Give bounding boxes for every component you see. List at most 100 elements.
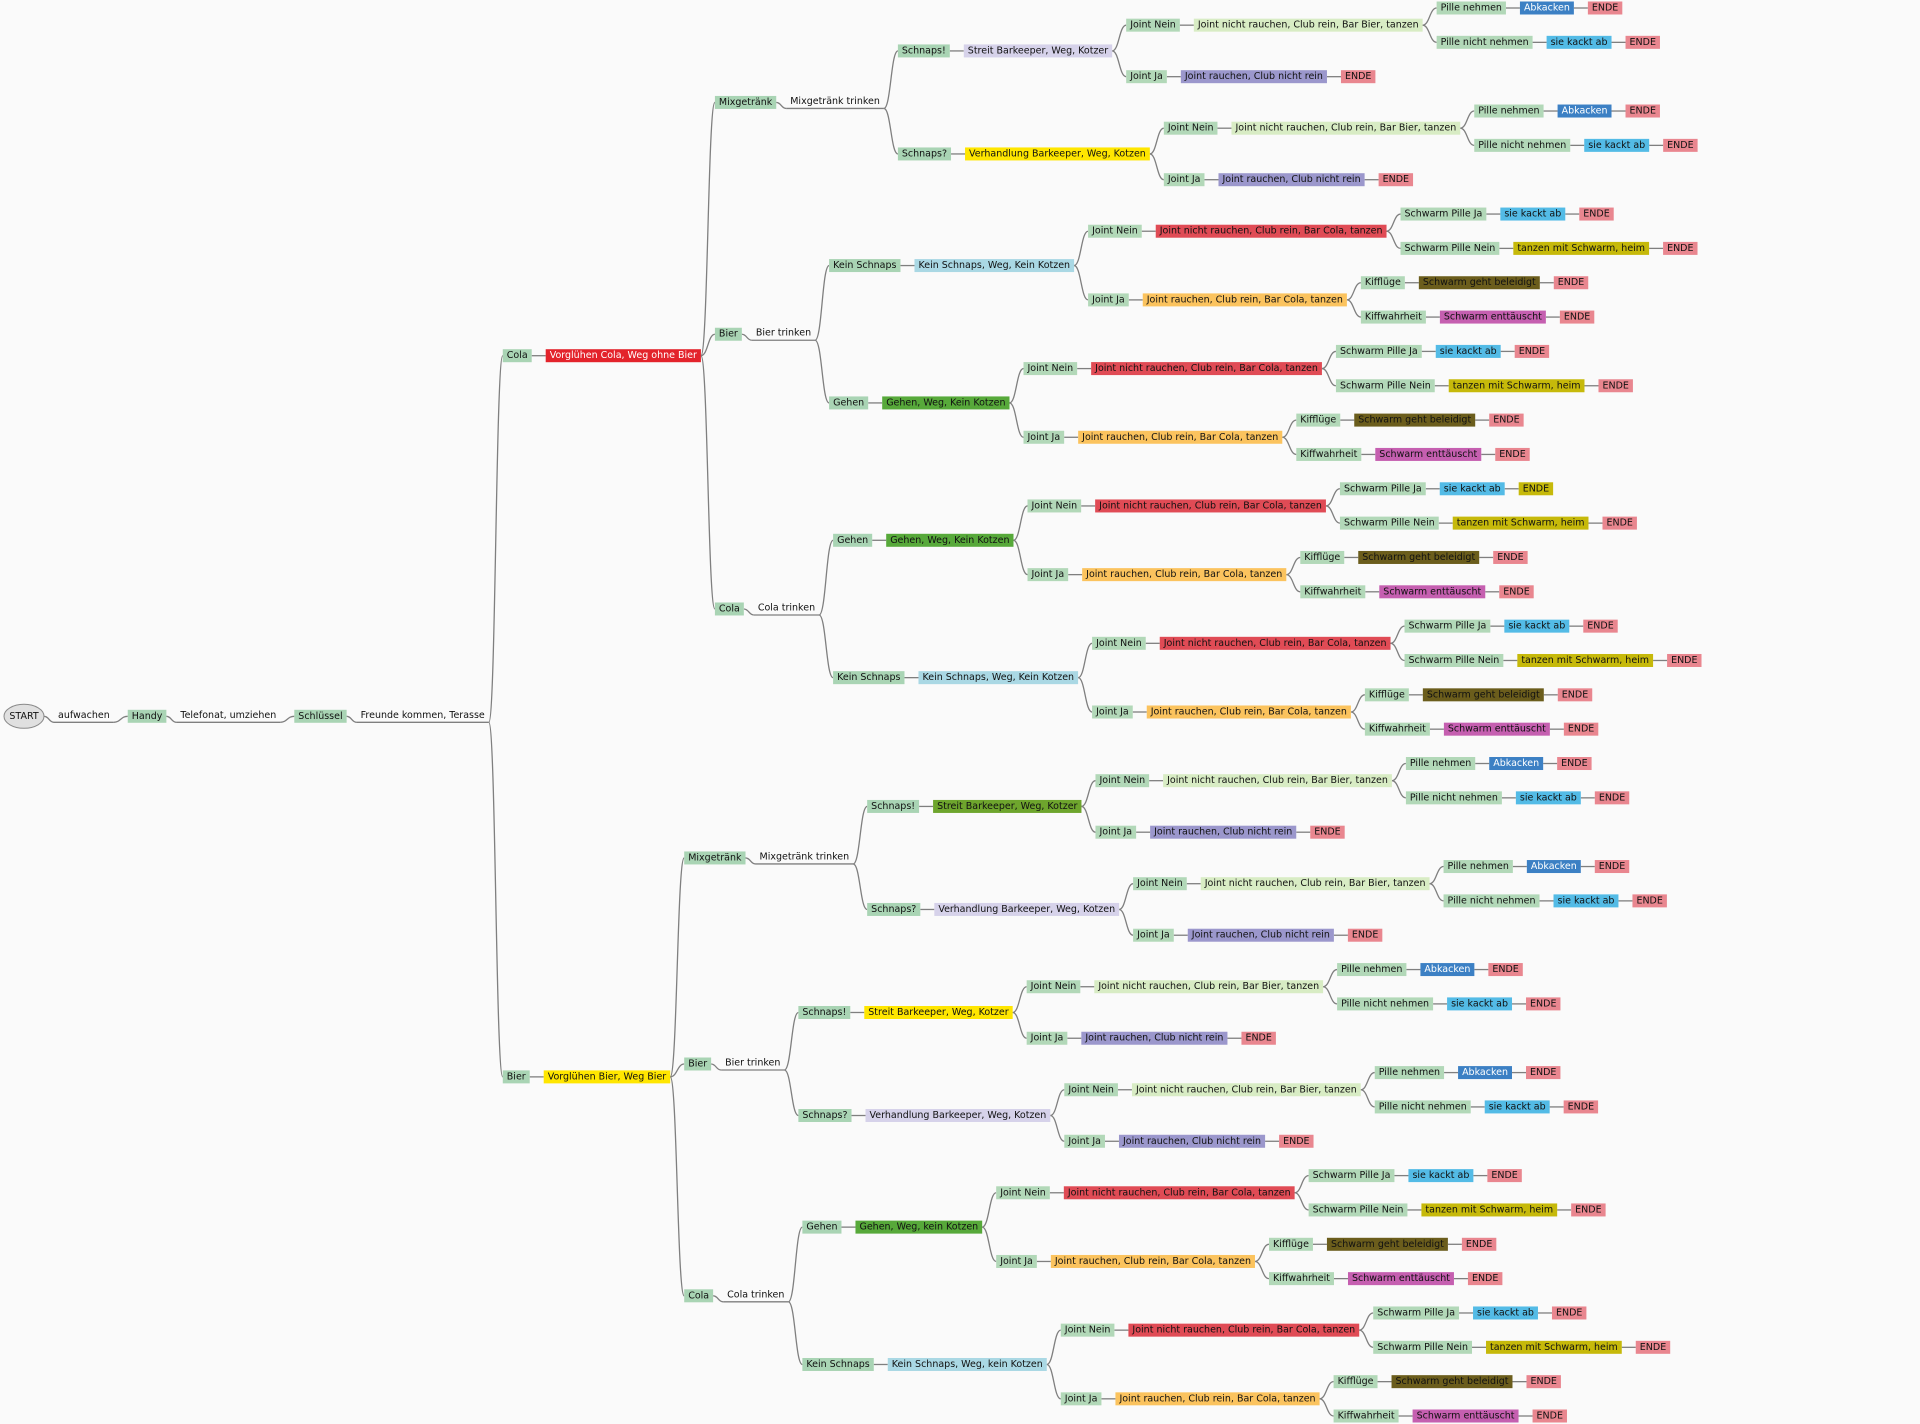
node-tanzen-mit-schwarm-heim[interactable]: tanzen mit Schwarm, heim bbox=[1486, 1340, 1622, 1354]
node-pille-nehmen[interactable]: Pille nehmen bbox=[1474, 104, 1544, 118]
node-sie-kackt-ab[interactable]: sie kackt ab bbox=[1500, 207, 1566, 221]
node-streit-barkeeper-weg-kotzer[interactable]: Streit Barkeeper, Weg, Kotzer bbox=[963, 44, 1113, 58]
node-bier[interactable]: Bier bbox=[684, 1057, 712, 1071]
node-ende[interactable]: ENDE bbox=[1571, 1203, 1606, 1217]
node-ende[interactable]: ENDE bbox=[1532, 1409, 1567, 1423]
node-ende[interactable]: ENDE bbox=[1663, 138, 1698, 152]
node-sie-kackt-ab[interactable]: sie kackt ab bbox=[1484, 1100, 1550, 1114]
node-joint-nicht-rauchen-club-rein-bar-cola-tanzen[interactable]: Joint nicht rauchen, Club rein, Bar Cola… bbox=[1095, 499, 1326, 513]
node-tanzen-mit-schwarm-heim[interactable]: tanzen mit Schwarm, heim bbox=[1517, 653, 1654, 667]
node-joint-nicht-rauchen-club-rein-bar-bier-tanzen[interactable]: Joint nicht rauchen, Club rein, Bar Bier… bbox=[1231, 121, 1461, 135]
node-ende[interactable]: ENDE bbox=[1587, 1, 1623, 15]
node-joint-ja[interactable]: Joint Ja bbox=[1027, 568, 1069, 582]
node-joint-ja[interactable]: Joint Ja bbox=[1060, 1392, 1102, 1406]
node-ende[interactable]: ENDE bbox=[1518, 482, 1554, 496]
node-sie-kackt-ab[interactable]: sie kackt ab bbox=[1546, 35, 1612, 49]
node-schwarm-pille-nein[interactable]: Schwarm Pille Nein bbox=[1400, 241, 1500, 255]
node-joint-ja[interactable]: Joint Ja bbox=[1092, 705, 1133, 719]
node-joint-ja[interactable]: Joint Ja bbox=[1026, 1031, 1068, 1045]
node-kiffwahrheit[interactable]: Kiffwahrheit bbox=[1364, 722, 1430, 736]
node-ende[interactable]: ENDE bbox=[1347, 928, 1383, 942]
node-cola[interactable]: Cola bbox=[502, 349, 532, 363]
node-joint-nein[interactable]: Joint Nein bbox=[996, 1186, 1050, 1200]
node-vorglühen-cola-weg-ohne-bier[interactable]: Vorglühen Cola, Weg ohne Bier bbox=[545, 349, 701, 363]
node-joint-rauchen-club-rein-bar-cola-tanzen[interactable]: Joint rauchen, Club rein, Bar Cola, tanz… bbox=[1142, 293, 1347, 307]
node-pille-nicht-nehmen[interactable]: Pille nicht nehmen bbox=[1474, 138, 1571, 152]
node-ende[interactable]: ENDE bbox=[1279, 1134, 1314, 1148]
node-schnaps[interactable]: Schnaps? bbox=[897, 147, 952, 161]
node-pille-nicht-nehmen[interactable]: Pille nicht nehmen bbox=[1436, 35, 1533, 49]
node-tanzen-mit-schwarm-heim[interactable]: tanzen mit Schwarm, heim bbox=[1513, 241, 1650, 255]
node-joint-rauchen-club-rein-bar-cola-tanzen[interactable]: Joint rauchen, Club rein, Bar Cola, tanz… bbox=[1146, 705, 1351, 719]
node-mixgetränk-trinken[interactable]: Mixgetränk trinken bbox=[755, 851, 854, 865]
node-gehen[interactable]: Gehen bbox=[833, 533, 873, 547]
node-joint-nein[interactable]: Joint Nein bbox=[1126, 18, 1180, 32]
node-joint-rauchen-club-nicht-rein[interactable]: Joint rauchen, Club nicht rein bbox=[1180, 70, 1327, 84]
node-schwarm-pille-ja[interactable]: Schwarm Pille Ja bbox=[1404, 619, 1491, 633]
node-abkacken[interactable]: Abkacken bbox=[1489, 757, 1544, 771]
node-verhandlung-barkeeper-weg-kotzen[interactable]: Verhandlung Barkeeper, Weg, Kotzen bbox=[865, 1109, 1051, 1123]
node-ende[interactable]: ENDE bbox=[1489, 413, 1524, 427]
node-gehen[interactable]: Gehen bbox=[829, 396, 869, 410]
node-sie-kackt-ab[interactable]: sie kackt ab bbox=[1553, 894, 1619, 908]
node-joint-nicht-rauchen-club-rein-bar-cola-tanzen[interactable]: Joint nicht rauchen, Club rein, Bar Cola… bbox=[1063, 1186, 1295, 1200]
node-kein-schnaps-weg-kein-kotzen[interactable]: Kein Schnaps, Weg, Kein Kotzen bbox=[918, 671, 1079, 685]
node-abkacken[interactable]: Abkacken bbox=[1557, 104, 1612, 118]
node-schwarm-geht-beleidigt[interactable]: Schwarm geht beleidigt bbox=[1422, 688, 1544, 702]
node-cola-trinken[interactable]: Cola trinken bbox=[753, 602, 820, 616]
node-joint-nein[interactable]: Joint Nein bbox=[1023, 362, 1078, 376]
node-schwarm-pille-nein[interactable]: Schwarm Pille Nein bbox=[1339, 516, 1439, 530]
node-joint-ja[interactable]: Joint Ja bbox=[1095, 825, 1137, 839]
node-ende[interactable]: ENDE bbox=[1551, 1306, 1587, 1320]
node-ende[interactable]: ENDE bbox=[1602, 516, 1637, 530]
node-kiffwahrheit[interactable]: Kiffwahrheit bbox=[1300, 585, 1366, 599]
node-ende[interactable]: ENDE bbox=[1487, 1169, 1522, 1183]
node-ende[interactable]: ENDE bbox=[1493, 550, 1528, 564]
node-streit-barkeeper-weg-kotzer[interactable]: Streit Barkeeper, Weg, Kotzer bbox=[864, 1005, 1013, 1019]
node-tanzen-mit-schwarm-heim[interactable]: tanzen mit Schwarm, heim bbox=[1421, 1203, 1558, 1217]
node-ende[interactable]: ENDE bbox=[1467, 1272, 1503, 1286]
node-schwarm-pille-ja[interactable]: Schwarm Pille Ja bbox=[1373, 1306, 1460, 1320]
node-schwarm-enttäuscht[interactable]: Schwarm enttäuscht bbox=[1412, 1409, 1519, 1423]
node-kifflüge[interactable]: Kifflüge bbox=[1268, 1237, 1313, 1251]
node-streit-barkeeper-weg-kotzer[interactable]: Streit Barkeeper, Weg, Kotzer bbox=[933, 799, 1082, 813]
node-kiffwahrheit[interactable]: Kiffwahrheit bbox=[1360, 310, 1426, 324]
node-freunde-kommen-terasse[interactable]: Freunde kommen, Terasse bbox=[356, 710, 489, 723]
node-pille-nehmen[interactable]: Pille nehmen bbox=[1443, 860, 1513, 874]
node-sie-kackt-ab[interactable]: sie kackt ab bbox=[1584, 138, 1650, 152]
node-verhandlung-barkeeper-weg-kotzen[interactable]: Verhandlung Barkeeper, Weg, Kotzen bbox=[934, 902, 1120, 916]
node-telefonat-umziehen[interactable]: Telefonat, umziehen bbox=[176, 710, 281, 723]
node-schwarm-geht-beleidigt[interactable]: Schwarm geht beleidigt bbox=[1418, 276, 1540, 290]
node-ende[interactable]: ENDE bbox=[1667, 653, 1702, 667]
node-schwarm-pille-nein[interactable]: Schwarm Pille Nein bbox=[1404, 653, 1504, 667]
node-schwarm-enttäuscht[interactable]: Schwarm enttäuscht bbox=[1375, 447, 1482, 461]
node-kifflüge[interactable]: Kifflüge bbox=[1364, 688, 1409, 702]
node-joint-nein[interactable]: Joint Nein bbox=[1064, 1083, 1118, 1097]
node-joint-ja[interactable]: Joint Ja bbox=[996, 1254, 1037, 1268]
node-joint-ja[interactable]: Joint Ja bbox=[1126, 70, 1167, 84]
node-ende[interactable]: ENDE bbox=[1663, 241, 1698, 255]
node-tanzen-mit-schwarm-heim[interactable]: tanzen mit Schwarm, heim bbox=[1448, 379, 1585, 393]
node-kiffwahrheit[interactable]: Kiffwahrheit bbox=[1296, 447, 1362, 461]
node-joint-nicht-rauchen-club-rein-bar-bier-tanzen[interactable]: Joint nicht rauchen, Club rein, Bar Bier… bbox=[1131, 1083, 1361, 1097]
node-kifflüge[interactable]: Kifflüge bbox=[1296, 413, 1341, 427]
node-ende[interactable]: ENDE bbox=[1488, 963, 1523, 977]
node-schwarm-geht-beleidigt[interactable]: Schwarm geht beleidigt bbox=[1358, 550, 1480, 564]
node-kifflüge[interactable]: Kifflüge bbox=[1360, 276, 1405, 290]
node-joint-rauchen-club-nicht-rein[interactable]: Joint rauchen, Club nicht rein bbox=[1218, 173, 1365, 187]
node-ende[interactable]: ENDE bbox=[1635, 1340, 1671, 1354]
node-joint-nicht-rauchen-club-rein-bar-bier-tanzen[interactable]: Joint nicht rauchen, Club rein, Bar Bier… bbox=[1163, 774, 1392, 788]
node-joint-rauchen-club-rein-bar-cola-tanzen[interactable]: Joint rauchen, Club rein, Bar Cola, tanz… bbox=[1078, 430, 1283, 444]
node-kein-schnaps[interactable]: Kein Schnaps bbox=[833, 671, 905, 685]
node-aufwachen[interactable]: aufwachen bbox=[54, 710, 114, 723]
node-joint-nein[interactable]: Joint Nein bbox=[1092, 636, 1146, 650]
node-schnaps[interactable]: Schnaps? bbox=[867, 902, 921, 916]
node-joint-rauchen-club-rein-bar-cola-tanzen[interactable]: Joint rauchen, Club rein, Bar Cola, tanz… bbox=[1050, 1254, 1255, 1268]
node-schwarm-pille-nein[interactable]: Schwarm Pille Nein bbox=[1308, 1203, 1408, 1217]
node-schwarm-enttäuscht[interactable]: Schwarm enttäuscht bbox=[1379, 585, 1486, 599]
node-ende[interactable]: ENDE bbox=[1579, 207, 1614, 221]
node-sie-kackt-ab[interactable]: sie kackt ab bbox=[1515, 791, 1581, 805]
node-bier[interactable]: Bier bbox=[502, 1070, 530, 1084]
node-bier-trinken[interactable]: Bier trinken bbox=[751, 328, 816, 341]
node-pille-nicht-nehmen[interactable]: Pille nicht nehmen bbox=[1337, 997, 1434, 1011]
